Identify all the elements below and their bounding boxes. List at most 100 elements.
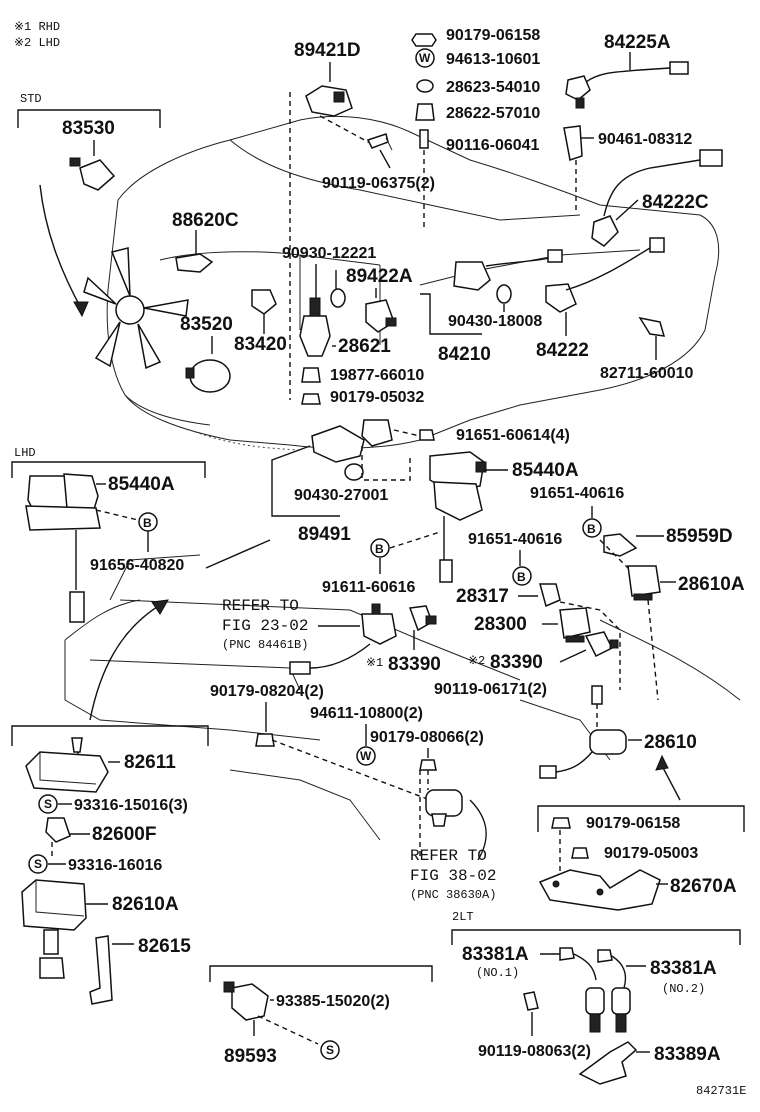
refer1-line2: FIG 23-02 [222, 617, 308, 635]
dash-85959D [599, 539, 631, 571]
switch-83530 [69, 157, 116, 191]
sensor-89593 [223, 981, 269, 1021]
label-19877-66010: 19877-66010 [330, 367, 424, 384]
marker-b-1: B [138, 512, 158, 532]
marker-s-2: S [28, 854, 48, 874]
label-91651-60614: 91651-60614(4) [456, 427, 570, 444]
marker-b-3: B [512, 566, 532, 586]
refer1-line1: REFER TO [222, 597, 299, 615]
marker-b-2: B [582, 518, 602, 538]
marker-b-4: B [370, 538, 390, 558]
nut-90179-08066 [419, 759, 437, 771]
svg-text:B: B [587, 522, 596, 536]
note-lhd: ※2 LHD [14, 36, 60, 50]
sensor-84222C [591, 149, 723, 247]
washer-90430-18008 [496, 284, 512, 304]
sensor-89422A [365, 299, 397, 333]
label-84210: 84210 [438, 344, 491, 365]
label-93385-15020: 93385-15020(2) [276, 993, 390, 1010]
leader-83390-2 [559, 649, 587, 663]
mark-1: ※1 [366, 656, 383, 670]
label-91651-40616-b: 91651-40616 [468, 531, 562, 548]
bracket-85959D [603, 533, 638, 557]
note-rhd: ※1 RHD [14, 20, 60, 34]
arrow-curve [39, 184, 83, 311]
label-89422A: 89422A [346, 266, 413, 287]
bracket-28317 [539, 583, 561, 608]
switch-83420 [251, 289, 277, 315]
label-83420: 83420 [234, 334, 287, 355]
collar-28622-57010 [415, 103, 435, 121]
vsv-85440A [429, 451, 487, 583]
ecu-82611 [25, 751, 109, 793]
std-bracket [17, 109, 161, 128]
label-83390-2: 83390 [490, 652, 543, 673]
sensor-center [453, 249, 563, 291]
dash-89593 [257, 1015, 319, 1045]
label-28621: 28621 [338, 336, 391, 357]
label-82615: 82615 [138, 936, 191, 957]
dash-89421D-bolt [319, 115, 373, 145]
nut-90179-06158 [411, 33, 437, 47]
marker-s-3: S [320, 1040, 340, 1060]
label-84222: 84222 [536, 340, 589, 361]
refer2-line3: (PNC 38630A) [410, 888, 496, 902]
label-90430-18008: 90430-18008 [448, 313, 542, 330]
svg-text:B: B [517, 570, 526, 584]
dash-28300 [559, 601, 621, 690]
label-90179-05003: 90179-05003 [604, 845, 698, 862]
label-82610A: 82610A [112, 894, 179, 915]
label-90461-08312: 90461-08312 [598, 131, 692, 148]
label-90179-08066: 90179-08066(2) [370, 729, 484, 746]
label-89421D: 89421D [294, 40, 361, 61]
connector-82600F [45, 817, 71, 843]
dash-91651-60614 [393, 429, 421, 437]
note-2lt: 2LT [452, 910, 474, 924]
dash-91656 [95, 509, 139, 521]
switch-88620C [175, 253, 214, 273]
nut-90179-05003 [571, 847, 589, 859]
label-82670A: 82670A [670, 876, 737, 897]
washer-94613-10601: W [415, 48, 435, 68]
label-85440A-lhd: 85440A [108, 474, 175, 495]
vsv-85440A-lhd [25, 473, 101, 623]
leader-89491-lhd [205, 539, 271, 569]
arrow-head [73, 301, 89, 318]
washer-90430-27001 [344, 463, 364, 481]
grommet-28623-54010 [416, 79, 434, 93]
svg-text:S: S [34, 857, 42, 871]
sender-83520 [185, 359, 231, 393]
bracket-82670A-part [538, 869, 661, 911]
relay-28610A [627, 565, 661, 601]
label-90179-05032: 90179-05032 [330, 389, 424, 406]
label-90119-06375: 90119-06375(2) [322, 175, 435, 192]
speed-sensor [289, 603, 397, 675]
switch-83381A-2 [597, 949, 631, 1033]
label-82611: 82611 [124, 752, 176, 773]
arrow-curve-2 [89, 604, 161, 721]
bolt-91651-60614 [419, 429, 435, 441]
lhd-bracket [11, 461, 206, 478]
bracket-89491-leader [271, 445, 340, 517]
body-outline-lower [64, 554, 741, 841]
bolt-90119-06375 [366, 133, 393, 151]
label-83381A-2: 83381A [650, 958, 717, 979]
label-28317: 28317 [456, 586, 509, 607]
label-28622-57010: 28622-57010 [446, 105, 540, 122]
label-83389A: 83389A [654, 1044, 721, 1065]
label-83520: 83520 [180, 314, 233, 335]
diagram-id: 842731E [696, 1084, 746, 1098]
note-lhd-box: LHD [14, 446, 36, 460]
label-no2: (NO.2) [662, 982, 705, 996]
sensor-83390-2 [584, 631, 619, 658]
dash-nut-08204 [271, 739, 431, 801]
label-89593: 89593 [224, 1046, 277, 1067]
curve-38630A [469, 799, 487, 861]
2lt-bracket [451, 929, 741, 945]
mark-2: ※2 [468, 654, 485, 668]
nut-90179-05032 [301, 393, 321, 405]
label-93316-16016: 93316-16016 [68, 857, 162, 874]
label-28623-54010: 28623-54010 [446, 79, 540, 96]
label-90179-08204: 90179-08204(2) [210, 683, 324, 700]
